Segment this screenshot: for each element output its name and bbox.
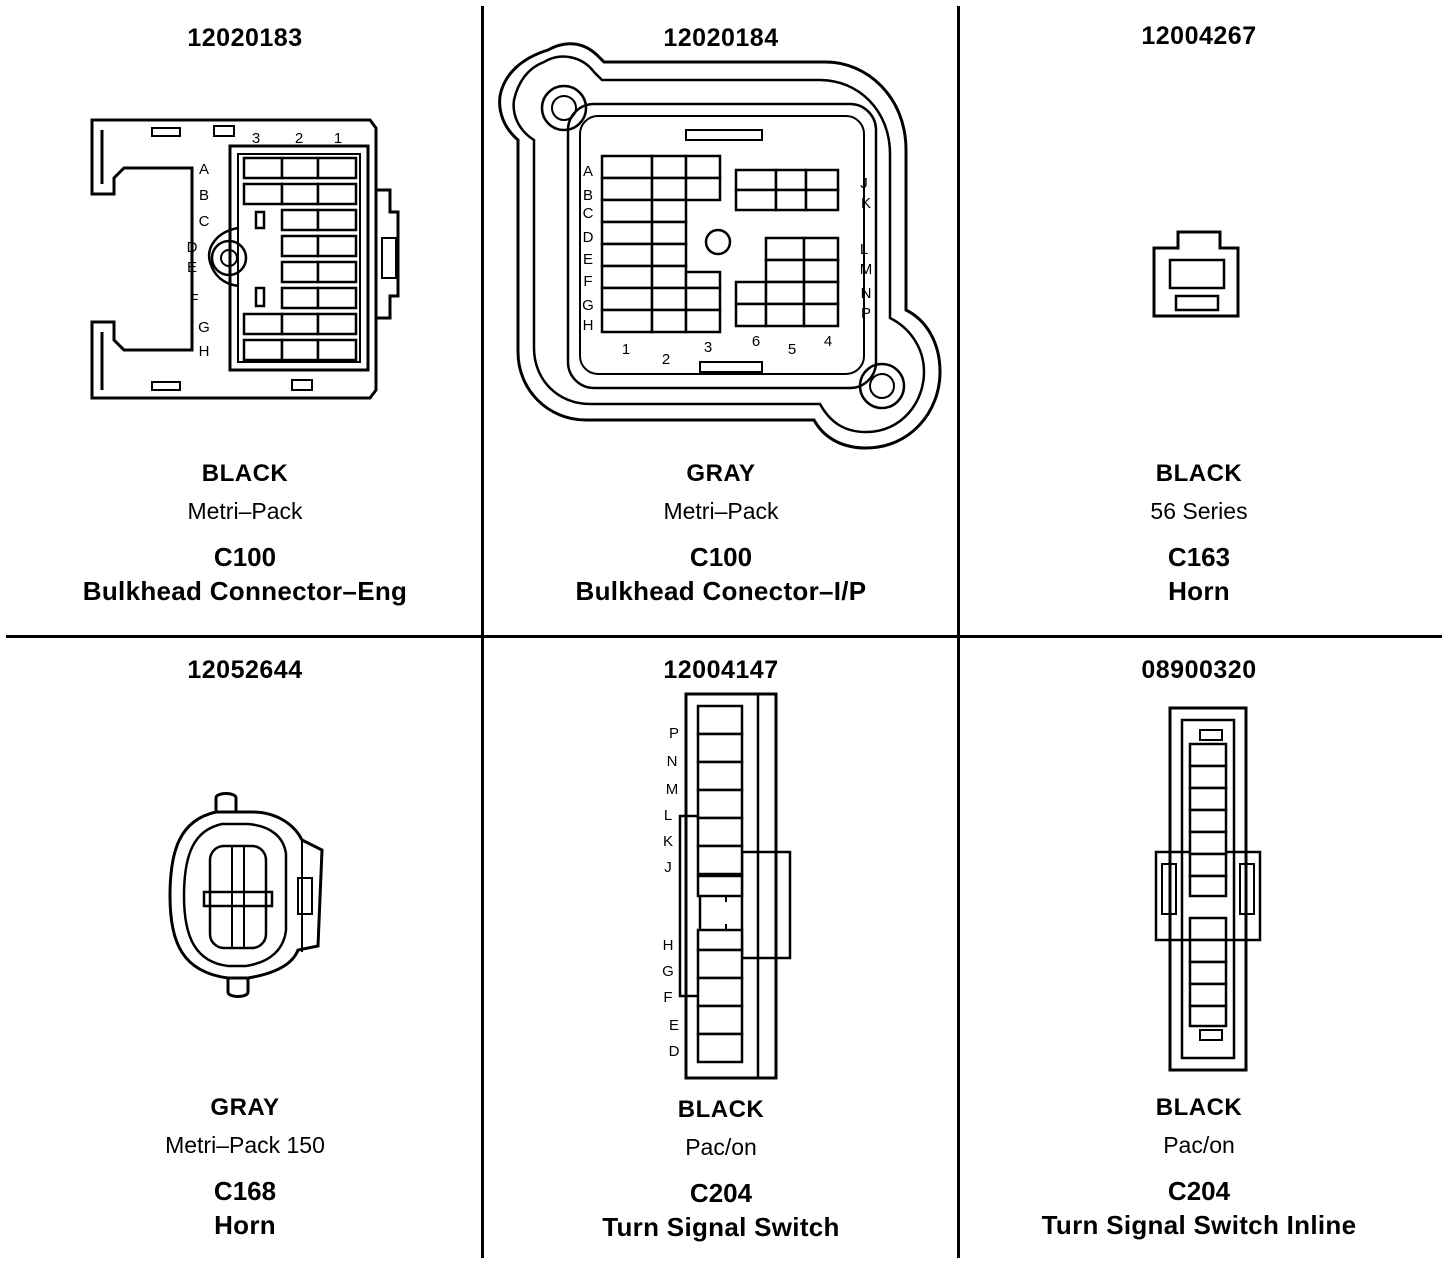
connector-family: Metri–Pack — [187, 498, 303, 524]
right-label-n: N — [861, 285, 872, 302]
connector-family: Metri–Pack 150 — [165, 1132, 325, 1158]
connector-id: C100 — [689, 542, 753, 572]
left-label-e: E — [583, 251, 593, 268]
connector-drawing-c163 — [1152, 230, 1240, 318]
right-label-k: K — [861, 195, 871, 212]
row-label-b: B — [199, 187, 209, 204]
part-number: 08900320 — [1141, 656, 1257, 684]
connector-description: Horn — [1168, 576, 1230, 606]
connector-family: Pac/on — [685, 1134, 757, 1160]
row-label-h: H — [199, 343, 210, 360]
connector-drawing-c100-eng: 3 2 1 A B C D E F G H — [90, 118, 400, 400]
connector-id: C168 — [213, 1176, 277, 1206]
connector-color: BLACK — [1155, 460, 1243, 487]
left-label-c: C — [583, 205, 594, 222]
connector-id: C163 — [1167, 542, 1231, 572]
connector-id: C204 — [689, 1178, 753, 1208]
bottom-label-5: 5 — [788, 341, 796, 358]
divider-horizontal — [6, 635, 1442, 638]
connector-id: C204 — [1167, 1176, 1231, 1206]
side-label-e: E — [669, 1017, 679, 1034]
connector-color: GRAY — [686, 460, 756, 487]
left-label-a: A — [583, 163, 593, 180]
side-label-l: L — [664, 807, 672, 824]
connector-description: Turn Signal Switch — [602, 1212, 840, 1242]
col-label-2: 2 — [295, 130, 303, 147]
connector-family: 56 Series — [1150, 498, 1248, 524]
right-label-m: M — [860, 261, 873, 278]
connector-cell-c100-ip: 12020184 — [486, 0, 956, 606]
side-label-n: N — [667, 753, 678, 770]
connector-cell-c100-eng: 12020183 — [10, 0, 480, 606]
col-label-1: 1 — [334, 130, 342, 147]
connector-color: BLACK — [677, 1096, 765, 1123]
left-label-b: B — [583, 187, 593, 204]
row-label-g: G — [198, 319, 210, 336]
left-label-h: H — [583, 317, 594, 334]
right-label-p: P — [861, 305, 871, 322]
side-label-p: P — [669, 725, 679, 742]
side-label-k: K — [663, 833, 673, 850]
col-label-3: 3 — [252, 130, 260, 147]
connector-description: Horn — [214, 1210, 276, 1240]
connector-cell-c168: 12052644 GRAY Metri–Pack 150 C168 Horn — [10, 640, 480, 1240]
side-label-g: G — [662, 963, 674, 980]
connector-cell-c204-switch: 12004147 — [486, 640, 956, 1242]
divider-vertical-2 — [957, 6, 960, 1258]
side-label-m: M — [666, 781, 679, 798]
connector-drawing-c204-switch: P N M L K J H G F E D — [662, 692, 792, 1080]
left-label-f: F — [583, 273, 592, 290]
divider-vertical-1 — [481, 6, 484, 1258]
row-label-e: E — [187, 259, 197, 276]
bottom-label-6: 6 — [752, 333, 760, 350]
part-number: 12004147 — [663, 656, 779, 684]
connector-color: BLACK — [201, 460, 289, 487]
connector-cell-c163: 12004267 BLACK 56 Series C163 Horn — [964, 0, 1434, 606]
right-label-l: L — [860, 241, 868, 258]
part-number: 12020183 — [187, 24, 303, 52]
side-label-f: F — [663, 989, 672, 1006]
connector-cell-c204-inline: 08900320 — [964, 640, 1434, 1240]
left-label-g: G — [582, 297, 594, 314]
bottom-label-1: 1 — [622, 341, 630, 358]
part-number: 12004267 — [1141, 22, 1257, 50]
connector-color: BLACK — [1155, 1094, 1243, 1121]
side-label-j: J — [664, 859, 672, 876]
connector-drawing-c168 — [168, 792, 324, 998]
connector-family: Metri–Pack — [663, 498, 779, 524]
connector-description: Bulkhead Connector–Eng — [82, 576, 408, 606]
bottom-label-3: 3 — [704, 339, 712, 356]
connector-family: Pac/on — [1163, 1132, 1235, 1158]
connector-description: Bulkhead Conector–I/P — [575, 576, 867, 606]
right-label-j: J — [860, 175, 868, 192]
part-number: 12052644 — [187, 656, 303, 684]
row-label-c: C — [199, 213, 210, 230]
connector-drawing-c100-ip: A B C D E F G H J K L M N P 1 2 3 6 5 4 — [498, 42, 942, 450]
connector-id: C100 — [213, 542, 277, 572]
bottom-label-4: 4 — [824, 333, 832, 350]
connector-description: Turn Signal Switch Inline — [1041, 1210, 1357, 1240]
row-label-d: D — [187, 239, 198, 256]
connector-color: GRAY — [210, 1094, 280, 1121]
left-label-d: D — [583, 229, 594, 246]
bottom-label-2: 2 — [662, 351, 670, 368]
row-label-a: A — [199, 161, 209, 178]
side-label-d: D — [669, 1043, 680, 1060]
row-label-f: F — [189, 291, 198, 308]
side-label-h: H — [663, 937, 674, 954]
connector-drawing-c204-inline — [1154, 706, 1262, 1072]
part-number: 12020184 — [663, 24, 779, 52]
